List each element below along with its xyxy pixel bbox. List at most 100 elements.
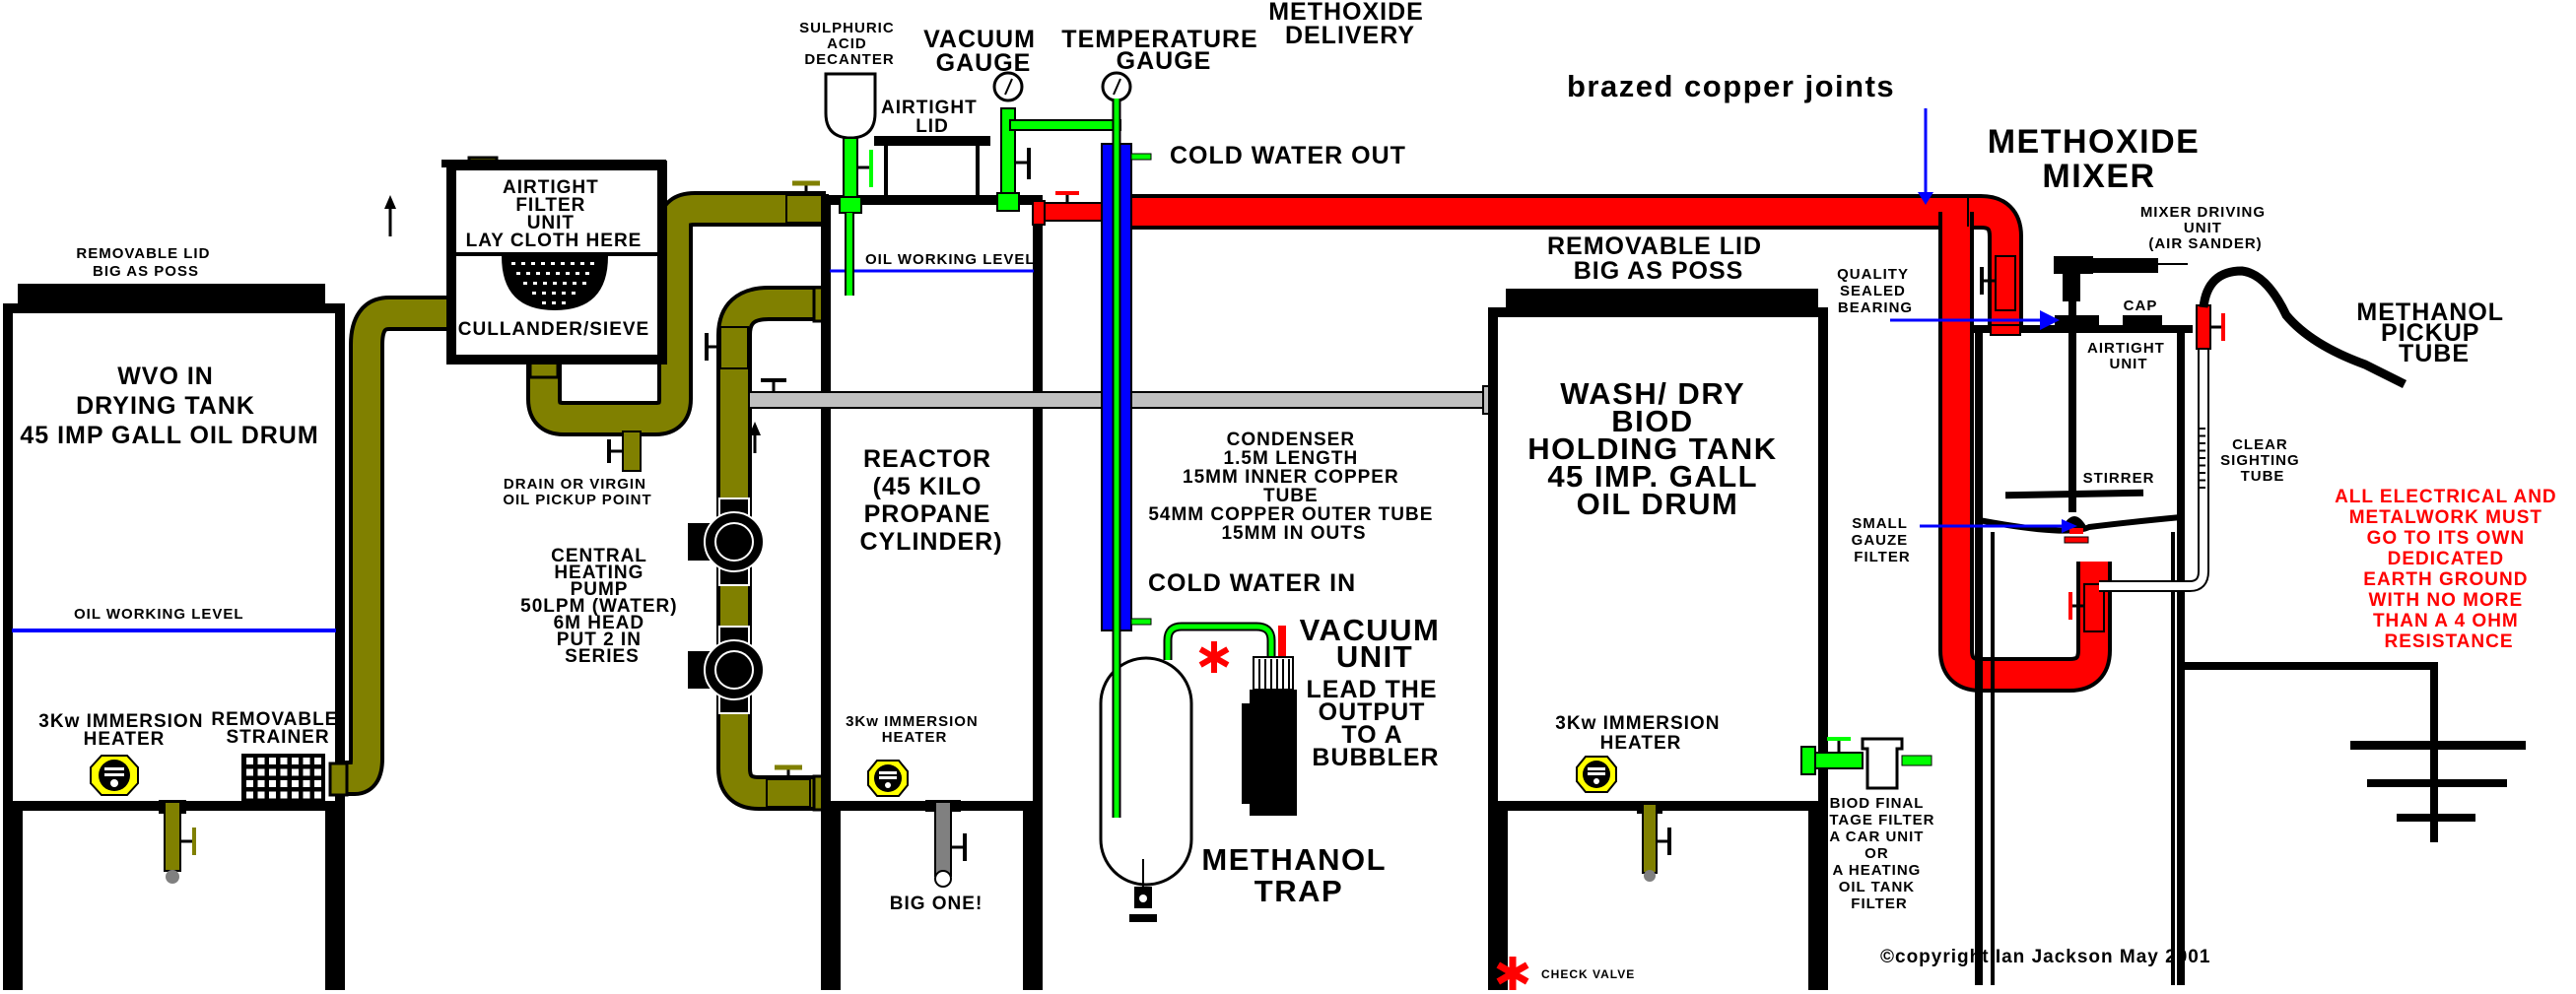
sieve-hole	[552, 301, 556, 304]
wvo-tank-lid	[18, 284, 325, 310]
cold-water-in-label: COLD WATER IN	[1148, 569, 1356, 597]
wash-lid-label: REMOVABLE LID BIG AS POSS	[1547, 232, 1770, 285]
wvo-lid-label: REMOVABLE LID BIG AS POSS	[76, 245, 215, 280]
sieve-hole	[531, 262, 535, 265]
sieve-hole	[526, 272, 530, 275]
big-one-label: BIG ONE!	[890, 894, 983, 914]
immersion-heater-icon	[867, 760, 909, 797]
pointer-arrow-icon	[1918, 108, 1933, 205]
strainer-hole	[246, 758, 253, 764]
reactor-heater-label: 3Kw IMMERSION HEATER	[846, 713, 983, 746]
vacuum-unit-label: VACUUM UNIT	[1300, 613, 1451, 674]
wvo-tank-body	[3, 303, 345, 811]
airtight-lid-label: AIRTIGHT LID	[881, 98, 983, 137]
sieve-hole	[590, 262, 594, 265]
methoxide-delivery-label: METHOXIDE DELIVERY	[1268, 0, 1432, 49]
sieve-hole	[533, 282, 537, 285]
strainer-hole	[246, 768, 253, 776]
reactor-drain-valve	[925, 800, 967, 888]
condenser-label: CONDENSER 1.5M LENGTH 15MM INNER COPPER …	[1148, 430, 1439, 544]
strainer-hole	[280, 780, 288, 787]
pipe-fitting	[328, 762, 349, 797]
clear-sighting-tube	[2099, 304, 2225, 592]
strainer-hole	[269, 791, 276, 799]
stirrer-label: STIRRER	[2083, 470, 2155, 487]
sieve-hole	[543, 282, 547, 285]
sieve-hole	[523, 282, 527, 285]
strainer-hole	[303, 791, 310, 799]
sieve-hole	[572, 292, 576, 295]
up-arrow-icon	[749, 422, 761, 453]
wvo-strainer-label: REMOVABLE STRAINER	[211, 709, 344, 748]
sieve-hole	[553, 282, 557, 285]
immersion-heater-icon	[90, 755, 139, 796]
air-sander	[2054, 256, 2188, 301]
sieve-hole	[576, 272, 579, 275]
brazed-joints-label: brazed copper joints	[1567, 69, 1895, 103]
mixer-title: METHOXIDE MIXER	[1988, 123, 2211, 195]
sieve-hole	[511, 262, 515, 265]
mixer-unit-label: AIRTIGHT UNIT	[2087, 340, 2170, 372]
methoxide-mixer: brazed copper joints METHOXIDE MIXER MIX…	[1567, 69, 2511, 985]
sieve-hole	[571, 262, 575, 265]
wvo-drain-valve	[159, 800, 196, 884]
wvo-tank-leg-left	[3, 801, 23, 990]
sighting-label: CLEAR SIGHTING TUBE	[2220, 436, 2305, 485]
strainer-hole	[257, 758, 265, 764]
methoxide-delivery-valve	[1032, 191, 1103, 226]
strainer-hole	[280, 791, 288, 799]
sieve-hole	[551, 262, 555, 265]
drain-pickup-valve	[607, 431, 642, 472]
wash-tank-label: WASH/ DRY BIOD HOLDING TANK 45 IMP. GALL…	[1527, 376, 1787, 521]
strainer-hole	[303, 780, 310, 787]
wvo-heater-label: 3Kw IMMERSION HEATER	[38, 711, 209, 750]
methanol-trap-label: METHANOL TRAP	[1201, 842, 1395, 908]
immersion-heater-icon	[1576, 756, 1617, 793]
check-valve-legend: CHECK VALVE	[1496, 957, 1635, 990]
sieve-hole	[542, 292, 546, 295]
up-arrow-icon	[384, 195, 396, 236]
pump-label: CENTRAL HEATING PUMP 50LPM (WATER) 6M HE…	[520, 546, 684, 667]
reactor-bottom-valve	[766, 764, 811, 808]
copyright: ©copyright Ian Jackson May 2001	[1880, 947, 2210, 967]
strainer-hole	[292, 780, 299, 787]
strainer-hole	[280, 758, 288, 764]
strainer-hole	[303, 768, 310, 776]
bubbler-note: LEAD THE OUTPUT TO A BUBBLER	[1307, 676, 1446, 771]
bearing-label: QUALITY SEALED BEARING	[1837, 266, 1914, 316]
sieve-hole	[566, 272, 570, 275]
pickup-label: METHANOL PICKUP TUBE	[2356, 298, 2511, 367]
strainer-hole	[257, 780, 265, 787]
sieve-label: CULLANDER/SIEVE	[458, 319, 649, 340]
sieve-hole	[585, 272, 589, 275]
strainer-hole	[314, 768, 321, 776]
strainer-hole	[269, 768, 276, 776]
vacuum-unit: VACUUM UNIT LEAD THE OUTPUT TO A BUBBLER	[1242, 613, 1451, 816]
strainer-hole	[292, 758, 299, 764]
sieve-hole	[580, 262, 584, 265]
strainer-hole	[314, 791, 321, 799]
sieve-hole	[516, 272, 520, 275]
decanter-label: SULPHURIC ACID DECANTER	[799, 20, 900, 68]
check-valve-icon	[1198, 641, 1230, 673]
sieve-hole	[562, 301, 566, 304]
gauze-label: SMALL GAUZE FILTER	[1852, 515, 1914, 565]
mixer-inlet-valve	[1980, 255, 2016, 311]
drain-pickup-label: DRAIN OR VIRGIN OIL PICKUP POINT	[503, 476, 651, 508]
wash-dry-tank: REMOVABLE LID BIG AS POSS WASH/ DRY BIOD…	[1488, 232, 1933, 990]
wash-heater-label: 3Kw IMMERSION HEATER	[1555, 713, 1726, 754]
strainer-hole	[314, 780, 321, 787]
pump-inlet-valve	[705, 326, 749, 369]
earth-warning: ALL ELECTRICAL AND METALWORK MUST GO TO …	[2335, 487, 2563, 652]
cap-label: CAP	[2124, 298, 2158, 314]
pump-icon	[686, 626, 765, 714]
sieve-hole	[532, 292, 536, 295]
biod-final-filter	[1800, 737, 1932, 790]
wvo-oil-level-label: OIL WORKING LEVEL	[74, 606, 244, 623]
strainer-hole	[257, 768, 265, 776]
sieve-hole	[541, 262, 545, 265]
check-valve-label: CHECK VALVE	[1541, 967, 1635, 981]
airtight-filter-unit: AIRTIGHT FILTER UNIT LAY CLOTH HERE CULL…	[441, 160, 667, 508]
sieve-hole	[521, 262, 525, 265]
